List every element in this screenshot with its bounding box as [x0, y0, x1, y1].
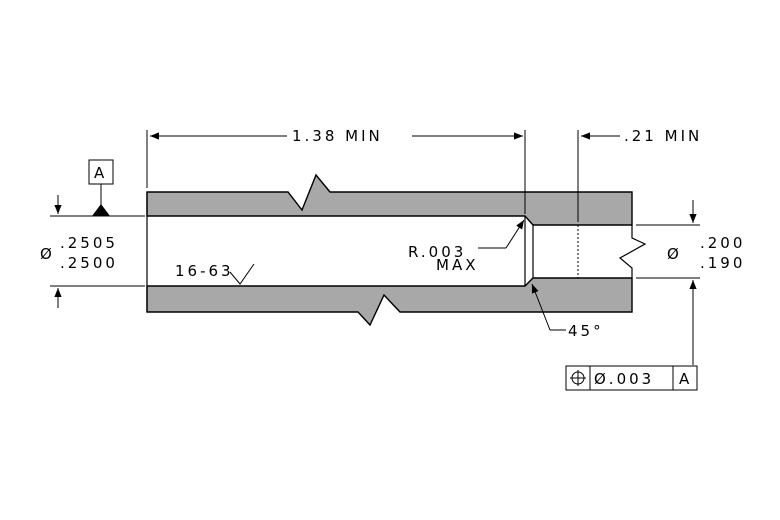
- finish-symbol: [229, 263, 255, 285]
- fcf-datum-ref: A: [679, 370, 692, 388]
- bore-dia-lower: .2500: [60, 254, 118, 272]
- pin-dia-symbol: Ø: [667, 245, 682, 263]
- overall-length-dimension: 1.38 MIN: [146, 127, 526, 214]
- pin-dia-upper: .200: [700, 234, 745, 252]
- chamfer-label: 45°: [568, 322, 604, 340]
- counterbore-depth-dimension: .21 MIN: [577, 127, 702, 222]
- part-section: [146, 173, 647, 327]
- top-wall: [146, 173, 633, 226]
- radius-line1: R.003: [408, 243, 466, 261]
- pin-dia-lower: .190: [700, 254, 745, 272]
- overall-length-label: 1.38 MIN: [292, 127, 383, 145]
- pin-diameter-dimension: Ø .200 .190: [636, 200, 745, 365]
- counterbore-depth-label: .21 MIN: [624, 127, 702, 145]
- feature-control-frame: Ø.003 A: [565, 365, 698, 391]
- pin-break: [618, 225, 647, 278]
- chamfer-callout: 45°: [531, 283, 604, 340]
- datum-triangle: [92, 204, 110, 216]
- radius-callout: R.003 MAX: [408, 219, 525, 274]
- datum-label: A: [94, 164, 107, 182]
- datum-feature-a: A: [88, 159, 114, 216]
- bore-diameter-dimension: Ø .2505 .2500: [40, 195, 145, 308]
- bore-dia-upper: .2505: [60, 234, 118, 252]
- radius-line2: MAX: [436, 256, 478, 274]
- fcf-tolerance: Ø.003: [594, 370, 654, 388]
- position-symbol-icon: [570, 370, 586, 386]
- bore-dia-symbol: Ø: [40, 245, 55, 263]
- surface-finish: 16-63: [175, 262, 255, 285]
- bottom-wall: [146, 277, 633, 327]
- finish-label: 16-63: [175, 262, 234, 280]
